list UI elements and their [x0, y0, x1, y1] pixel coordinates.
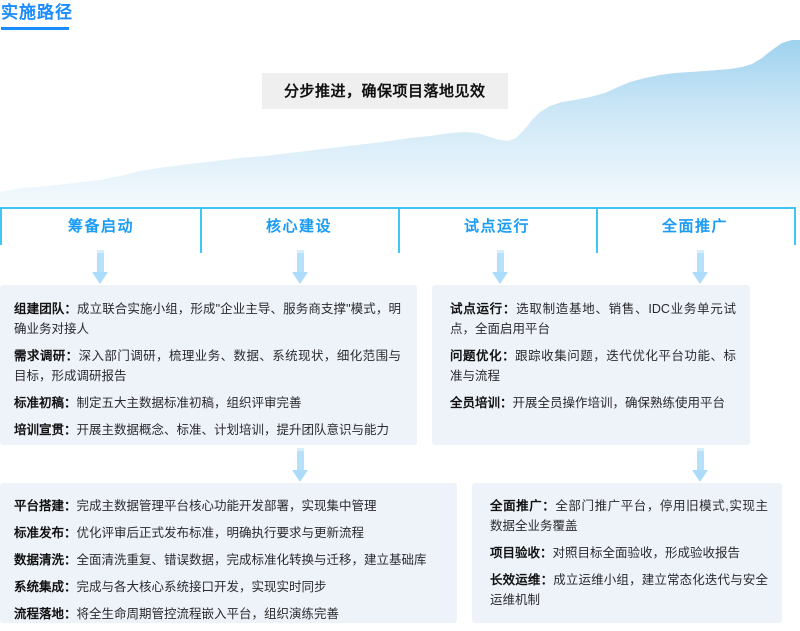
- arrow-shaft-cap: [297, 250, 304, 253]
- item-value: 制定五大主数据标准初稿，组织评审完善: [76, 396, 302, 410]
- page-title-underline: [1, 27, 69, 30]
- item-key: 标准初稿：: [14, 396, 77, 410]
- list-item: 需求调研：深入部门调研，梳理业务、数据、系统现状，细化范围与目标，形成调研报告: [14, 346, 401, 386]
- hero-section: 分步推进，确保项目落地见效: [0, 40, 800, 207]
- item-value: 深入部门调研，梳理业务、数据、系统现状，细化范围与目标，形成调研报告: [14, 349, 401, 383]
- item-key: 全面推广：: [490, 499, 556, 513]
- item-key: 培训宣贯：: [14, 423, 77, 437]
- item-key: 需求调研：: [14, 349, 79, 363]
- arrow-shaft: [97, 250, 104, 274]
- item-value: 优化评审后正式发布标准，明确执行要求与更新流程: [76, 526, 365, 540]
- arrow-row-bottom: [0, 448, 800, 486]
- card-prep: 组建团队：成立联合实施小组，形成"企业主导、服务商支撑"模式，明确业务对接人 需…: [0, 285, 417, 445]
- arrow-shaft: [297, 250, 304, 274]
- list-item: 流程落地：将全生命周期管控流程嵌入平台，组织演练完善: [14, 604, 441, 624]
- list-item: 组建团队：成立联合实施小组，形成"企业主导、服务商支撑"模式，明确业务对接人: [14, 299, 401, 339]
- phase-label-core: 核心建设: [265, 218, 332, 235]
- phase-label-pilot: 试点运行: [463, 218, 530, 235]
- list-item: 项目验收：对照目标全面验收，形成验收报告: [490, 543, 768, 563]
- phase-cell-prep[interactable]: 筹备启动: [2, 209, 200, 245]
- item-value: 开展全员操作培训，确保熟练使用平台: [512, 396, 726, 410]
- arrow-head: [92, 272, 108, 284]
- mountain-wave-graphic: [0, 40, 800, 207]
- arrow-shaft: [697, 448, 704, 472]
- item-value: 成立运维小组，建立常态化迭代与安全运维机制: [490, 573, 768, 607]
- down-arrow-rollout: [688, 250, 712, 286]
- list-item: 问题优化：跟踪收集问题，迭代优化平台功能、标准与流程: [450, 346, 736, 386]
- arrow-row-top: [0, 250, 800, 288]
- arrow-shaft: [697, 250, 704, 274]
- item-key: 全员培训：: [450, 396, 513, 410]
- list-item: 全员培训：开展全员操作培训，确保熟练使用平台: [450, 393, 736, 413]
- arrow-shaft: [497, 250, 504, 274]
- down-arrow-pilot: [488, 250, 512, 286]
- phase-label-prep: 筹备启动: [67, 218, 134, 235]
- list-item: 数据清洗：全面清洗重复、错误数据，完成标准化转换与迁移，建立基础库: [14, 550, 441, 570]
- item-value: 对照目标全面验收，形成验收报告: [552, 546, 741, 560]
- hero-banner: 分步推进，确保项目落地见效: [262, 73, 508, 109]
- arrow-head: [692, 470, 708, 482]
- arrow-head: [692, 272, 708, 284]
- item-key: 试点运行：: [450, 302, 517, 316]
- item-key: 项目验收：: [490, 546, 553, 560]
- item-value: 选取制造基地、销售、IDC业务单元试点，全面启用平台: [450, 302, 736, 336]
- down-arrow-core-to-card: [288, 448, 312, 484]
- list-item: 全面推广：全部门推广平台，停用旧模式,实现主数据全业务覆盖: [490, 496, 768, 536]
- arrow-shaft-cap: [497, 250, 504, 253]
- item-key: 问题优化：: [450, 349, 516, 363]
- item-value: 全面清洗重复、错误数据，完成标准化转换与迁移，建立基础库: [76, 553, 427, 567]
- arrow-head: [292, 272, 308, 284]
- arrow-head: [292, 470, 308, 482]
- item-key: 系统集成：: [14, 580, 77, 594]
- list-item: 试点运行：选取制造基地、销售、IDC业务单元试点，全面启用平台: [450, 299, 736, 339]
- arrow-head: [492, 272, 508, 284]
- card-core: 平台搭建：完成主数据管理平台核心功能开发部署，实现集中管理 标准发布：优化评审后…: [0, 483, 457, 623]
- down-arrow-rollout-to-card: [688, 448, 712, 484]
- phase-cell-pilot[interactable]: 试点运行: [398, 209, 596, 253]
- item-value: 完成主数据管理平台核心功能开发部署，实现集中管理: [76, 499, 377, 513]
- arrow-shaft-cap: [297, 448, 304, 451]
- arrow-shaft-cap: [697, 448, 704, 451]
- card-rollout: 全面推广：全部门推广平台，停用旧模式,实现主数据全业务覆盖 项目验收：对照目标全…: [472, 483, 782, 623]
- item-key: 长效运维：: [490, 573, 554, 587]
- arrow-shaft-cap: [97, 250, 104, 253]
- item-key: 流程落地：: [14, 607, 77, 621]
- item-key: 平台搭建：: [14, 499, 77, 513]
- phase-cell-rollout[interactable]: 全面推广: [596, 209, 794, 253]
- list-item: 培训宣贯：开展主数据概念、标准、计划培训，提升团队意识与能力: [14, 420, 401, 440]
- list-item: 长效运维：成立运维小组，建立常态化迭代与安全运维机制: [490, 570, 768, 610]
- phase-label-rollout: 全面推广: [661, 218, 728, 235]
- list-item: 系统集成：完成与各大核心系统接口开发，实现实时同步: [14, 577, 441, 597]
- list-item: 标准发布：优化评审后正式发布标准，明确执行要求与更新流程: [14, 523, 441, 543]
- arrow-shaft: [297, 448, 304, 472]
- item-value: 完成与各大核心系统接口开发，实现实时同步: [76, 580, 327, 594]
- arrow-shaft-cap: [697, 250, 704, 253]
- page-title-block: 实施路径: [0, 2, 300, 36]
- phase-header-row: 筹备启动 核心建设 试点运行 全面推广: [0, 207, 796, 253]
- item-value: 将全生命周期管控流程嵌入平台，组织演练完善: [76, 607, 340, 621]
- page-title: 实施路径: [1, 3, 73, 22]
- down-arrow-prep: [88, 250, 112, 286]
- phase-cell-core[interactable]: 核心建设: [200, 209, 398, 253]
- item-value: 成立联合实施小组，形成"企业主导、服务商支撑"模式，明确业务对接人: [14, 302, 401, 336]
- item-key: 组建团队：: [14, 302, 77, 316]
- down-arrow-core: [288, 250, 312, 286]
- item-value: 全部门推广平台，停用旧模式,实现主数据全业务覆盖: [490, 499, 768, 533]
- card-pilot: 试点运行：选取制造基地、销售、IDC业务单元试点，全面启用平台 问题优化：跟踪收…: [432, 285, 750, 445]
- list-item: 平台搭建：完成主数据管理平台核心功能开发部署，实现集中管理: [14, 496, 441, 516]
- item-value: 跟踪收集问题，迭代优化平台功能、标准与流程: [450, 349, 736, 383]
- item-value: 开展主数据概念、标准、计划培训，提升团队意识与能力: [76, 423, 390, 437]
- list-item: 标准初稿：制定五大主数据标准初稿，组织评审完善: [14, 393, 401, 413]
- item-key: 标准发布：: [14, 526, 77, 540]
- item-key: 数据清洗：: [14, 553, 77, 567]
